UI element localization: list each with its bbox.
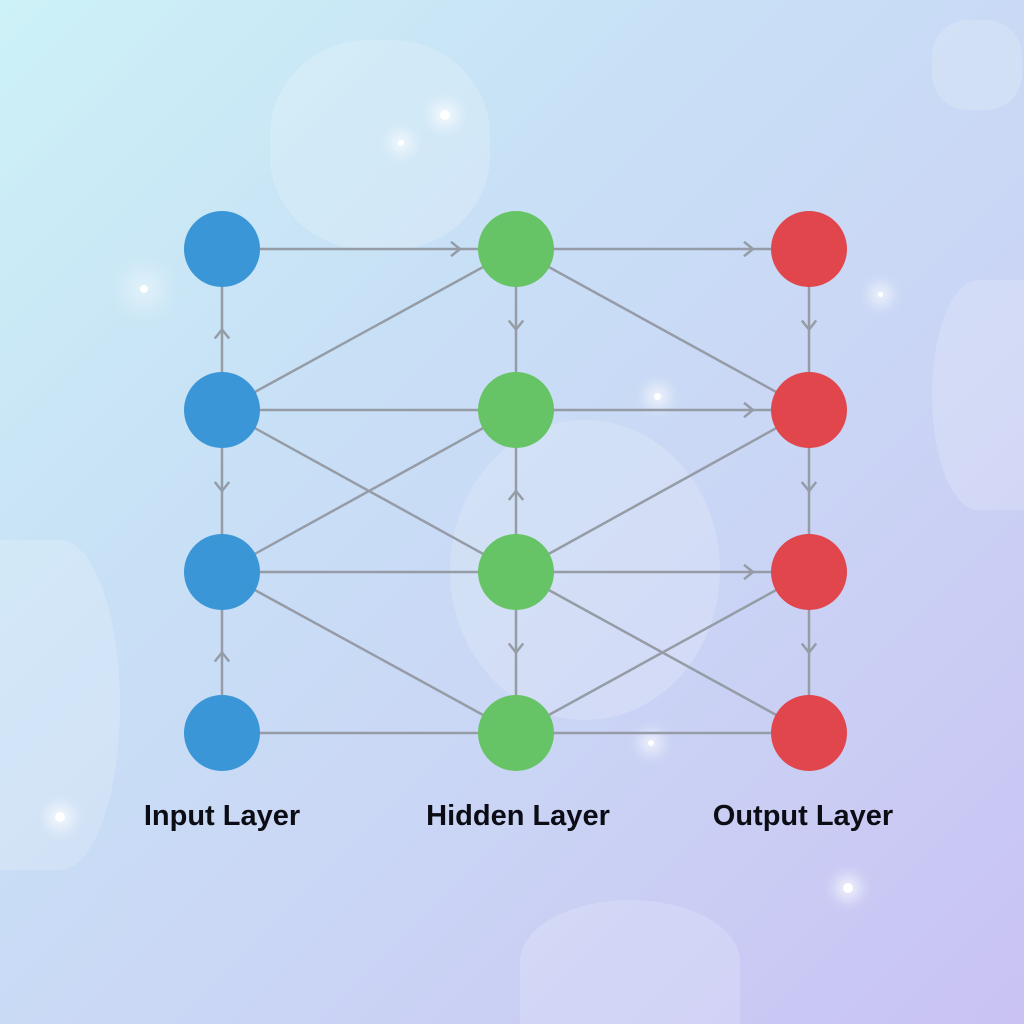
- edge-H1-O1: [516, 240, 809, 258]
- hidden-layer-label: Hidden Layer: [426, 800, 610, 832]
- nodes: [184, 211, 847, 771]
- node-O3: [771, 534, 847, 610]
- edge-H3-O2: [515, 408, 810, 574]
- edge-H3-O3: [516, 563, 809, 581]
- node-I4: [184, 695, 260, 771]
- arrowhead-icon: [507, 488, 525, 501]
- arrowhead-icon: [800, 481, 818, 494]
- edge-I1-H1: [222, 240, 516, 258]
- sparkle: [140, 285, 148, 293]
- edge-line: [221, 247, 517, 412]
- node-O1: [771, 211, 847, 287]
- arrowhead-icon: [743, 240, 756, 258]
- node-H2: [478, 372, 554, 448]
- node-O4: [771, 695, 847, 771]
- edge-line: [221, 408, 517, 574]
- node-I1: [184, 211, 260, 287]
- arrowhead-icon: [800, 642, 818, 655]
- arrowhead-icon: [507, 319, 525, 332]
- edges: [213, 240, 818, 735]
- sparkle: [843, 883, 853, 893]
- background-blob: [270, 40, 490, 250]
- edge-line: [515, 408, 810, 574]
- node-H1: [478, 211, 554, 287]
- arrowhead-icon: [450, 240, 463, 258]
- sparkle: [55, 812, 65, 822]
- edge-line: [515, 570, 810, 735]
- arrowhead-icon: [800, 319, 818, 332]
- edge-H4-O3: [515, 570, 810, 735]
- arrowhead-icon: [213, 481, 231, 494]
- output-layer-label: Output Layer: [712, 800, 894, 832]
- arrowhead-icon: [743, 401, 756, 419]
- arrowhead-icon: [507, 642, 525, 655]
- sparkle: [878, 292, 883, 297]
- node-I3: [184, 534, 260, 610]
- node-O2: [771, 372, 847, 448]
- background-blob: [932, 20, 1022, 110]
- edge-I2-H1: [221, 247, 517, 412]
- sparkle: [440, 110, 450, 120]
- sparkle: [398, 140, 404, 146]
- arrowhead-icon: [743, 563, 756, 581]
- input-layer-label: Input Layer: [143, 800, 301, 832]
- background-blob: [932, 280, 1024, 510]
- sparkle: [648, 740, 654, 746]
- edge-H2-O2: [516, 401, 809, 419]
- node-H4: [478, 695, 554, 771]
- arrowhead-icon: [213, 327, 231, 340]
- edge-I3-H4: [221, 570, 517, 735]
- sparkle: [654, 393, 661, 400]
- arrowhead-icon: [213, 650, 231, 663]
- edge-H1-O2: [515, 247, 810, 412]
- background-blob: [520, 900, 740, 1024]
- edge-line: [515, 247, 810, 412]
- edge-line: [221, 570, 517, 735]
- node-I2: [184, 372, 260, 448]
- node-H3: [478, 534, 554, 610]
- edge-I3-H2: [221, 408, 517, 574]
